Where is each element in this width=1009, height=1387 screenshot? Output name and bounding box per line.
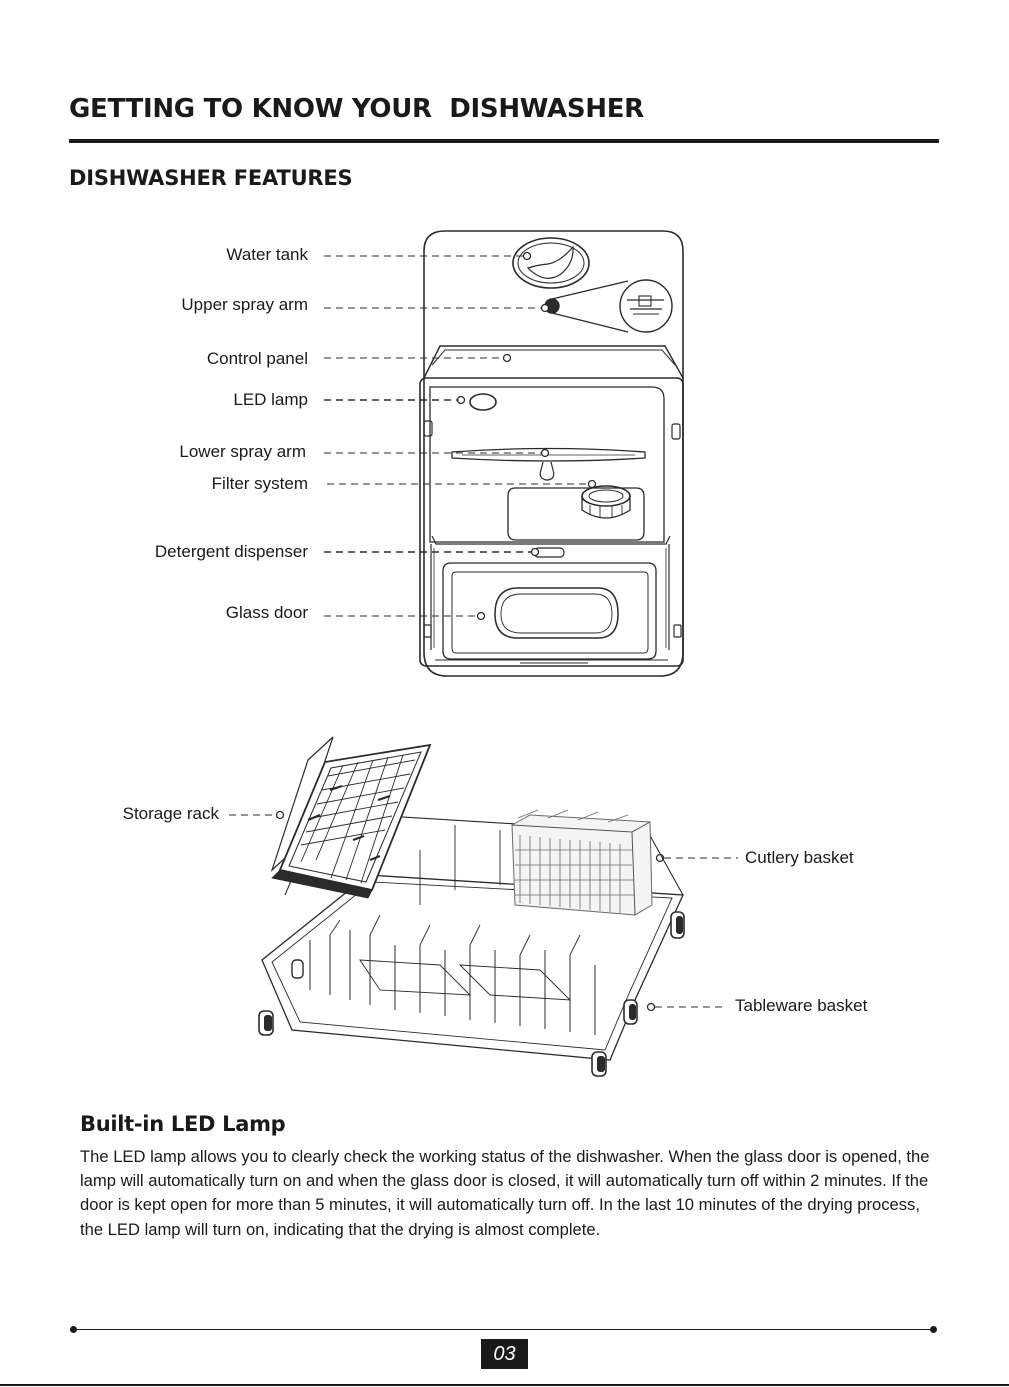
- cutlery-basket-illustration: [511, 809, 653, 916]
- label-storage-rack: Storage rack: [122, 804, 219, 823]
- dishwasher-illustration: [419, 230, 684, 677]
- label-glass-door: Glass door: [225, 603, 308, 622]
- label-lower-spray-arm: Lower spray arm: [179, 442, 306, 461]
- label-cutlery-basket: Cutlery basket: [745, 848, 854, 867]
- label-control-panel: Control panel: [206, 349, 308, 368]
- page-number: 03: [481, 1339, 528, 1369]
- upper-spray-arm-zoom: [544, 279, 673, 333]
- storage-rack-illustration: [270, 736, 432, 899]
- footer-dot-right: [930, 1326, 937, 1333]
- label-upper-spray-arm: Upper spray arm: [181, 295, 308, 314]
- section-title: DISHWASHER FEATURES: [69, 166, 353, 190]
- label-water-tank: Water tank: [226, 245, 308, 264]
- page-title: GETTING TO KNOW YOUR DISHWASHER: [69, 94, 644, 124]
- led-lamp-heading: Built-in LED Lamp: [80, 1112, 286, 1136]
- label-led-lamp: LED lamp: [233, 390, 308, 409]
- led-lamp-description: The LED lamp allows you to clearly check…: [80, 1147, 930, 1239]
- footer-dot-left: [70, 1326, 77, 1333]
- bottom-border: [0, 1384, 1009, 1386]
- basket-illustration: [258, 811, 685, 1077]
- leader-lines: [229, 255, 738, 1008]
- title-divider: [69, 139, 939, 143]
- footer-divider: [74, 1329, 934, 1330]
- label-detergent-dispenser: Detergent dispenser: [154, 542, 308, 561]
- label-tableware-basket: Tableware basket: [735, 996, 868, 1015]
- label-filter-system: Filter system: [211, 474, 308, 493]
